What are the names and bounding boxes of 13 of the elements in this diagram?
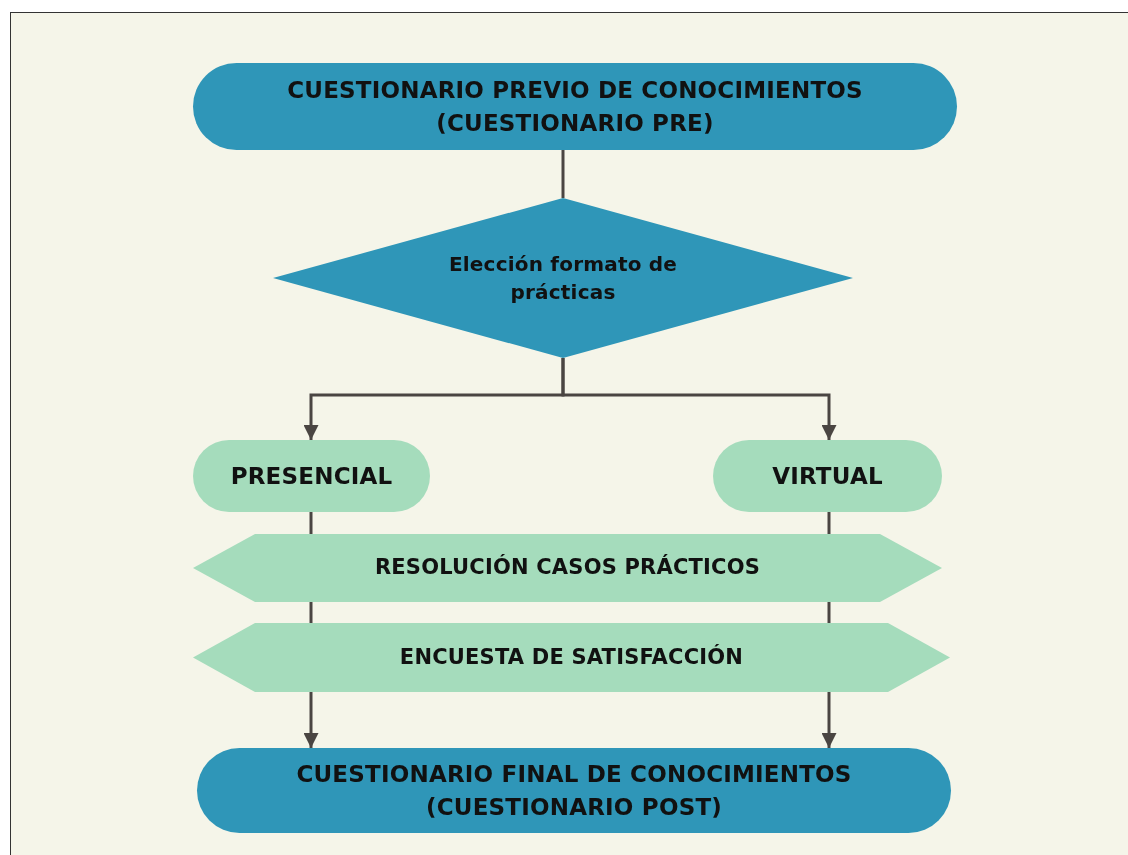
node-label: Elección formato de prácticas (447, 251, 679, 306)
process-banner (193, 534, 942, 602)
node-label: CUESTIONARIO PREVIO DE CONOCIMIENTOS (CUESTIONARIO PRE) (286, 76, 864, 138)
node-label: PRESENCIAL (229, 461, 394, 491)
node-label: CUESTIONARIO FINAL DE CONOCIMIENTOS (CUESTIONARIO POST) (295, 760, 853, 822)
decision-diamond (273, 198, 853, 358)
connector-arrow (561, 358, 837, 440)
node-label: VIRTUAL (771, 461, 884, 491)
node-label: ENCUESTA DE SATISFACCIÓN (398, 643, 745, 671)
connector-arrow (303, 692, 319, 748)
node-label: RESOLUCIÓN CASOS PRÁCTICOS (373, 553, 762, 582)
connector-arrow (821, 692, 837, 748)
process-banner (193, 623, 950, 692)
